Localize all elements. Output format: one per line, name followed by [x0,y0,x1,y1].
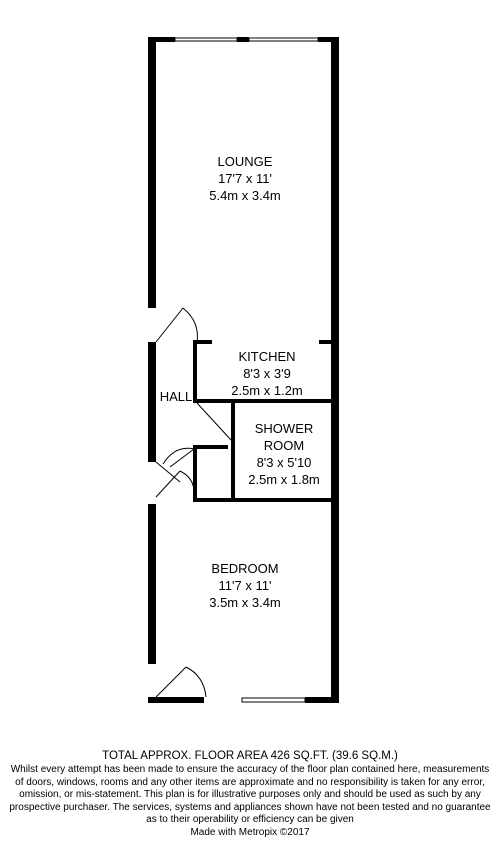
room-name-line2: ROOM [263,438,305,453]
interior-walls [193,340,339,502]
room-name: BEDROOM [211,561,279,576]
doors [155,307,232,698]
disclaimer-footer: TOTAL APPROX. FLOOR AREA 426 SQ.FT. (39.… [0,748,500,839]
disclaimer-line: prospective purchaser. The services, sys… [9,801,491,813]
total-floor-area: TOTAL APPROX. FLOOR AREA 426 SQ.FT. (39.… [102,750,398,762]
room-name-line1: SHOWER [254,421,314,436]
room-size-imperial: 17'7 x 11' [218,171,272,186]
room-label-bedroom: BEDROOM 11'7 x 11' 3.5m x 3.4m [180,560,310,611]
room-name: LOUNGE [217,154,273,169]
windows [174,37,319,703]
room-name: KITCHEN [238,349,296,364]
disclaimer-line: Whilst every attempt has been made to en… [10,764,490,775]
made-with-credit: Made with Metropix ©2017 [190,826,310,838]
room-size-metric: 3.5m x 3.4m [209,595,281,610]
room-size-imperial: 11'7 x 11' [218,578,272,593]
room-label-hall: HALL [156,388,196,405]
room-label-kitchen: KITCHEN 8'3 x 3'9 2.5m x 1.2m [212,348,322,399]
room-size-imperial: 8'3 x 5'10 [256,455,312,470]
disclaimer-line: of doors, windows, rooms and any other i… [15,776,485,788]
room-size-imperial: 8'3 x 3'9 [243,366,291,381]
room-label-shower-room: SHOWER ROOM 8'3 x 5'10 2.5m x 1.8m [236,420,332,488]
disclaimer-line: omission, or mis-statement. This plan is… [19,789,481,800]
outer-walls [148,37,339,703]
room-size-metric: 5.4m x 3.4m [209,188,281,203]
disclaimer-line: as to their operability or efficiency ca… [146,814,354,825]
room-size-metric: 2.5m x 1.2m [231,383,303,398]
room-name: HALL [159,389,193,404]
room-label-lounge: LOUNGE 17'7 x 11' 5.4m x 3.4m [180,153,310,204]
room-size-metric: 2.5m x 1.8m [248,472,320,487]
